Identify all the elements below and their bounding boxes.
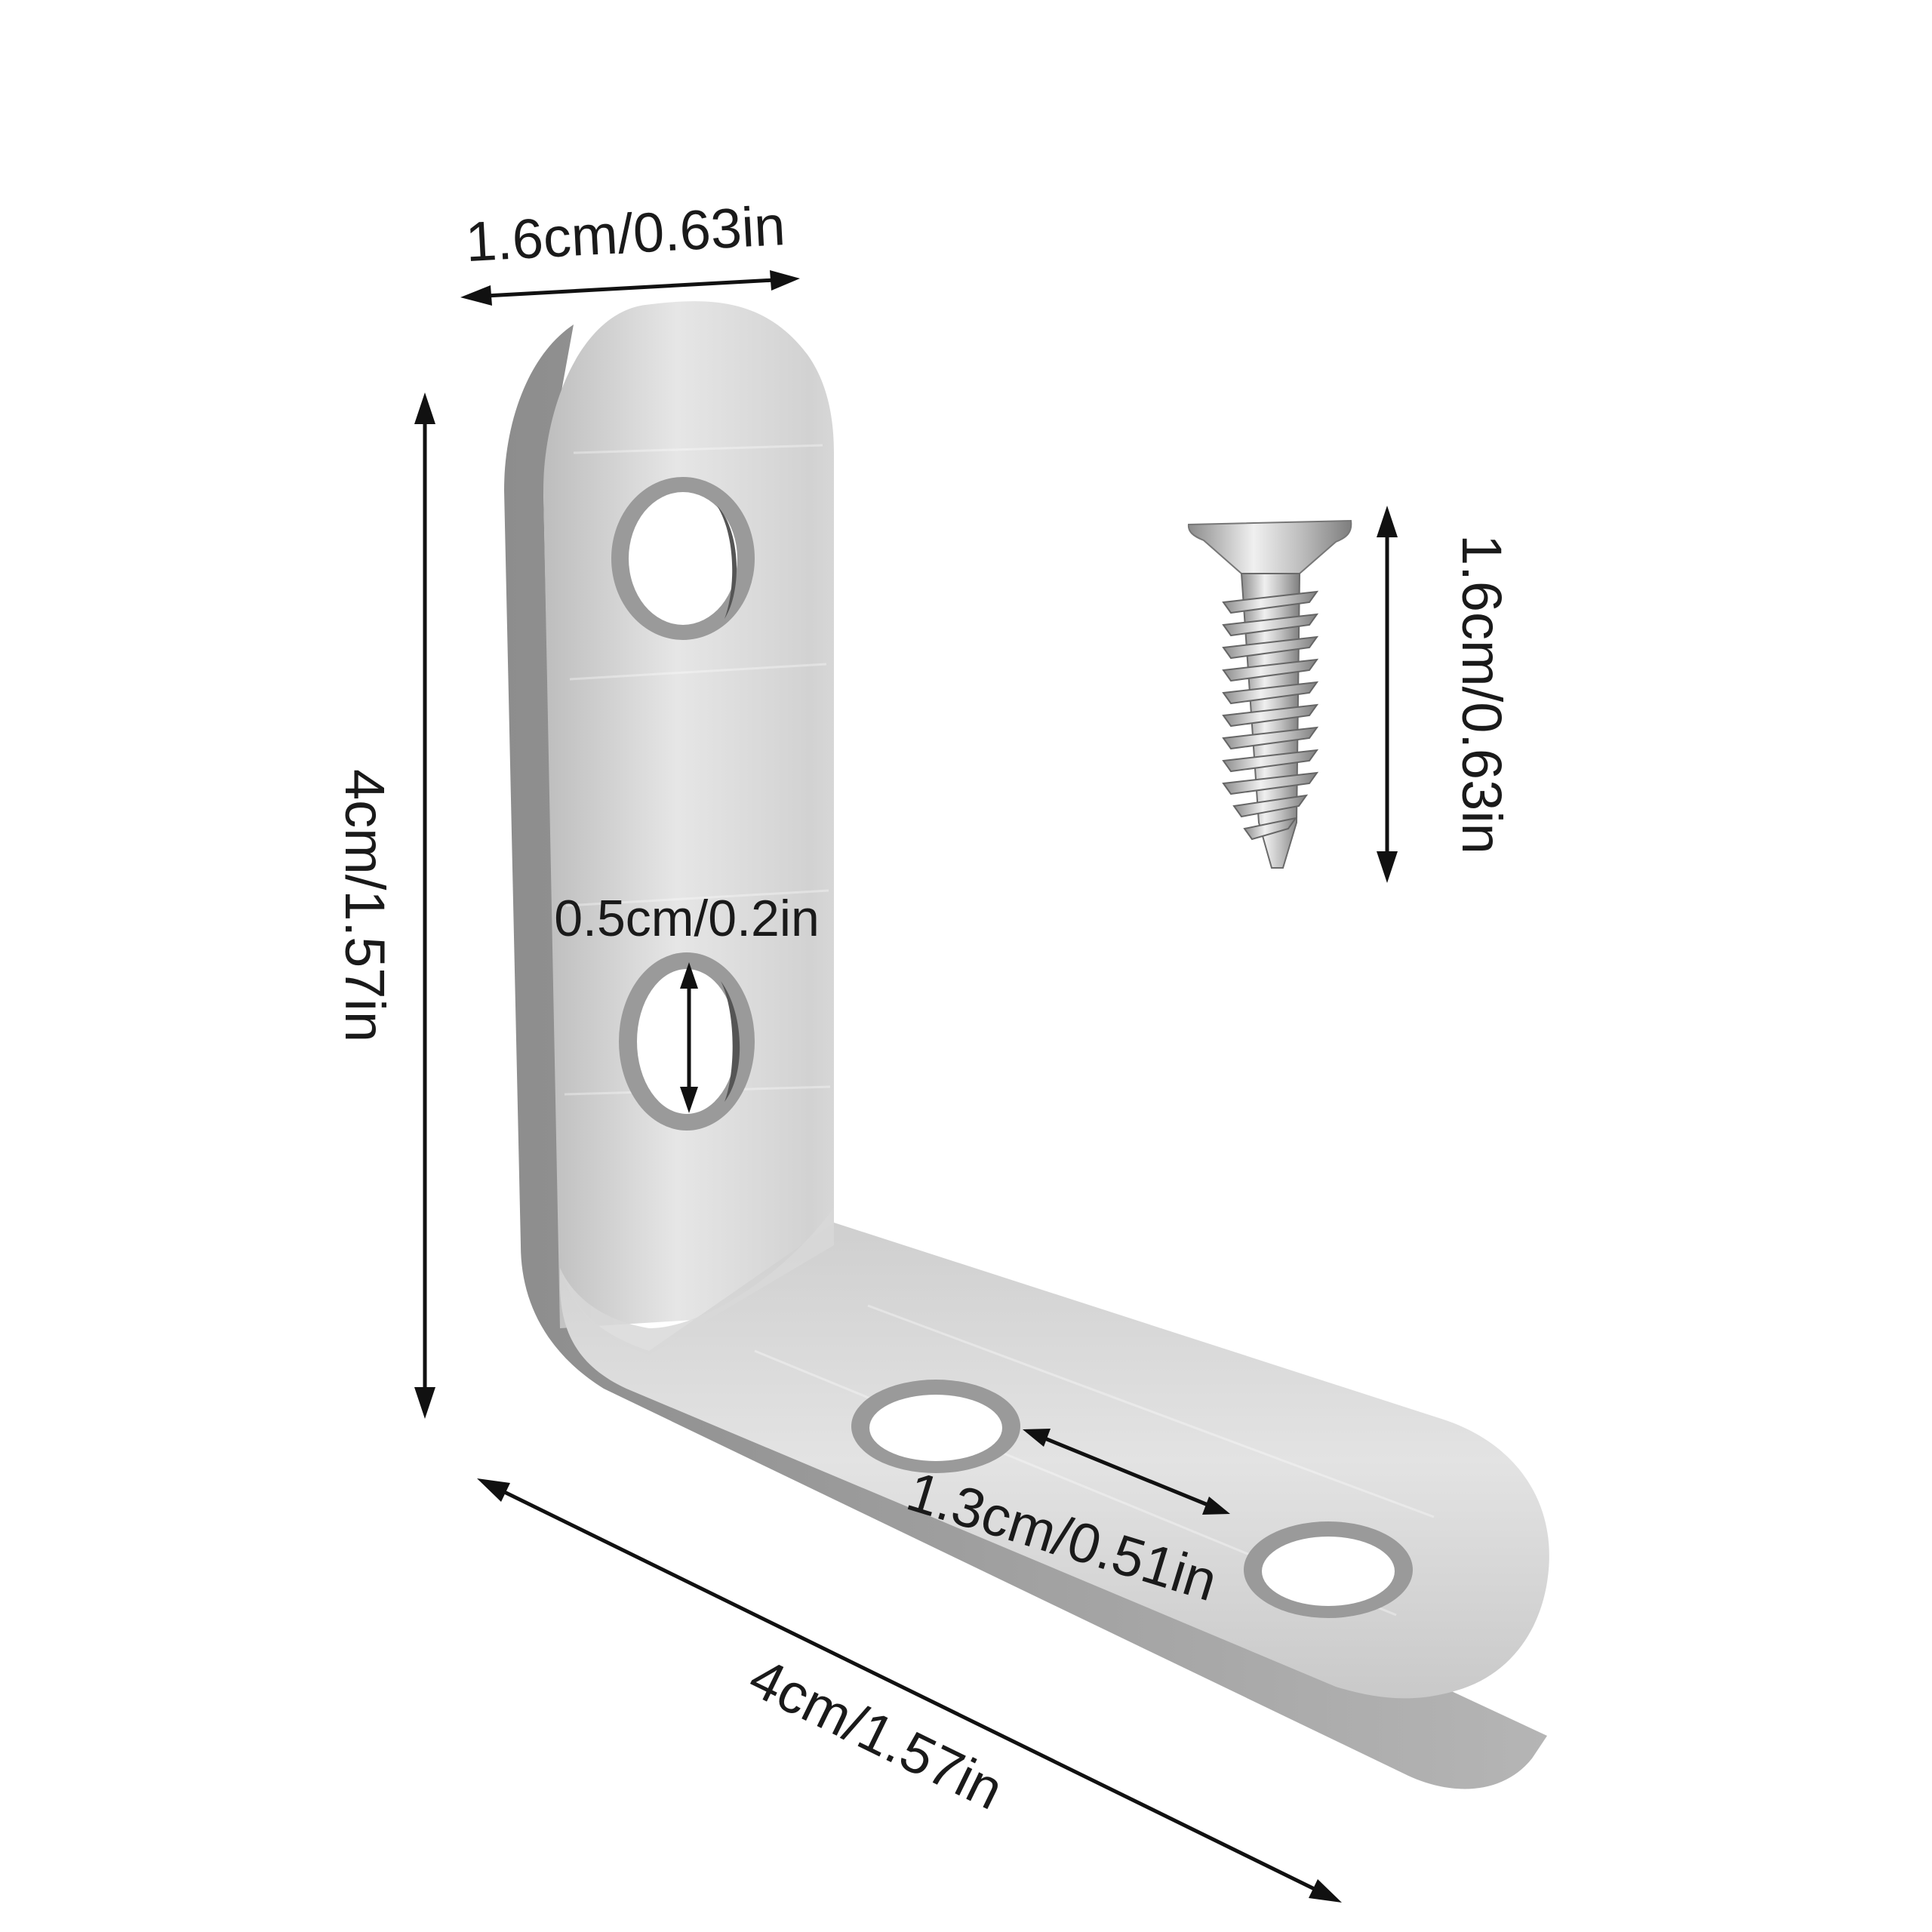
screw-thread: [1222, 703, 1319, 728]
bracket-fold: [560, 1208, 834, 1355]
screw-thread: [1222, 749, 1319, 773]
bracket-holes: [611, 477, 1413, 1618]
bracket-vertical-leg: [543, 301, 924, 1328]
label-bracket-length: 4cm/1.57in: [740, 1645, 1013, 1821]
screw-icon: [1187, 519, 1352, 869]
screw-thread: [1222, 590, 1319, 614]
screw-thread: [1222, 771, 1319, 795]
screw-head: [1187, 519, 1352, 574]
screw-thread: [1222, 613, 1319, 637]
dimension-arrows: [414, 270, 1398, 1903]
screw-thread: [1232, 794, 1309, 818]
screw-thread: [1222, 681, 1319, 705]
screw-thread: [1222, 726, 1319, 750]
label-screw-length: 1.6cm/0.63in: [1451, 534, 1513, 854]
screw-threads: [1222, 590, 1319, 841]
screw-thread: [1243, 817, 1298, 841]
corner-bracket-icon: [504, 301, 1549, 1789]
label-bracket-width: 1.6cm/0.63in: [464, 194, 786, 273]
screw-thread: [1222, 658, 1319, 682]
label-hole-diameter: 0.5cm/0.2in: [554, 890, 820, 947]
screw-thread: [1222, 635, 1319, 660]
label-bracket-height: 4cm/1.57in: [334, 769, 396, 1042]
